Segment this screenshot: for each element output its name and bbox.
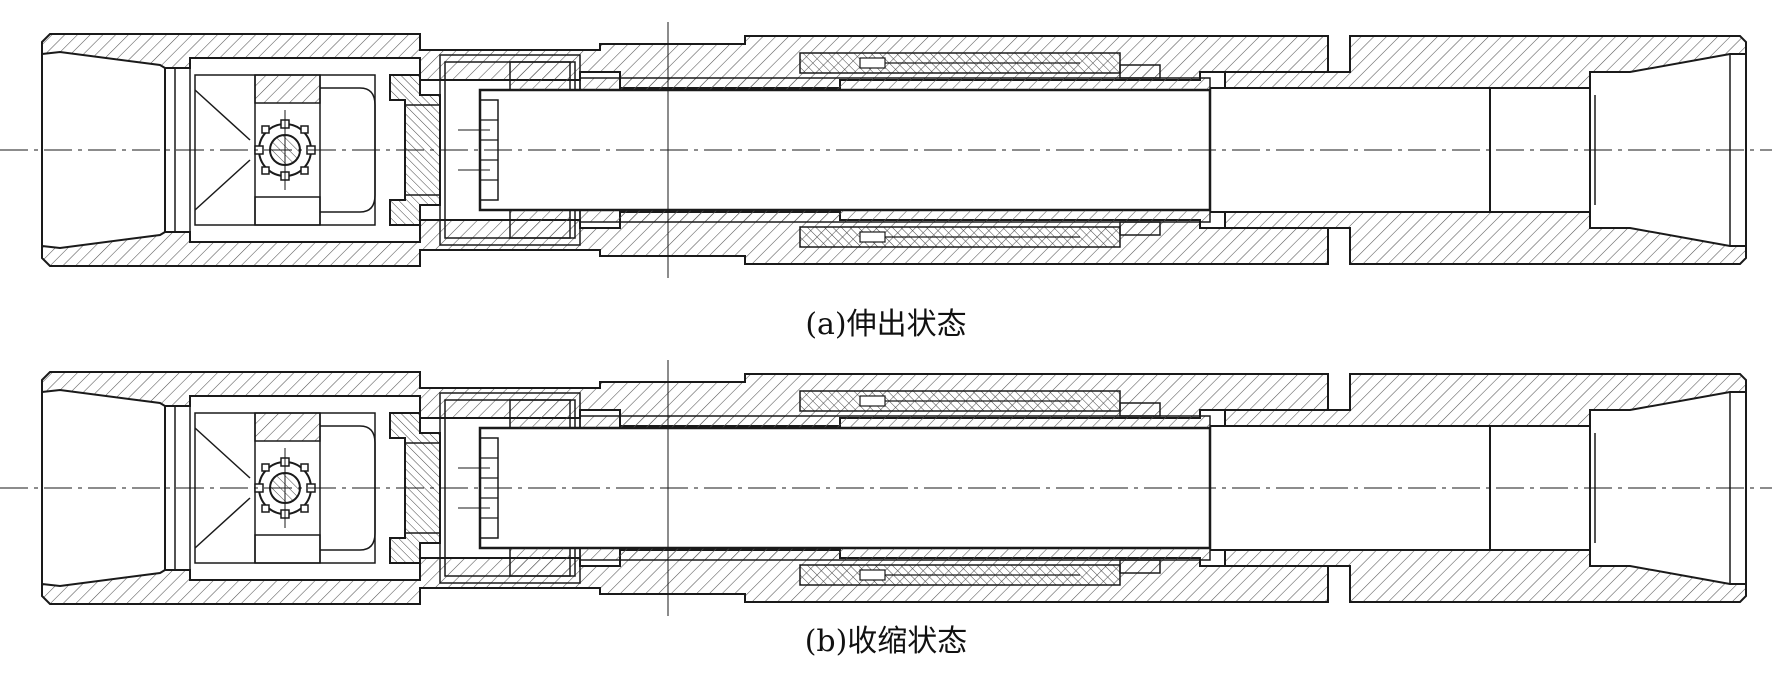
caption-extended-state: (a)伸出状态 xyxy=(805,307,967,342)
diagram-retracted-state xyxy=(0,358,1772,618)
caption-retracted-state: (b)收缩状态 xyxy=(804,624,968,659)
diagram-extended-state xyxy=(0,20,1772,280)
